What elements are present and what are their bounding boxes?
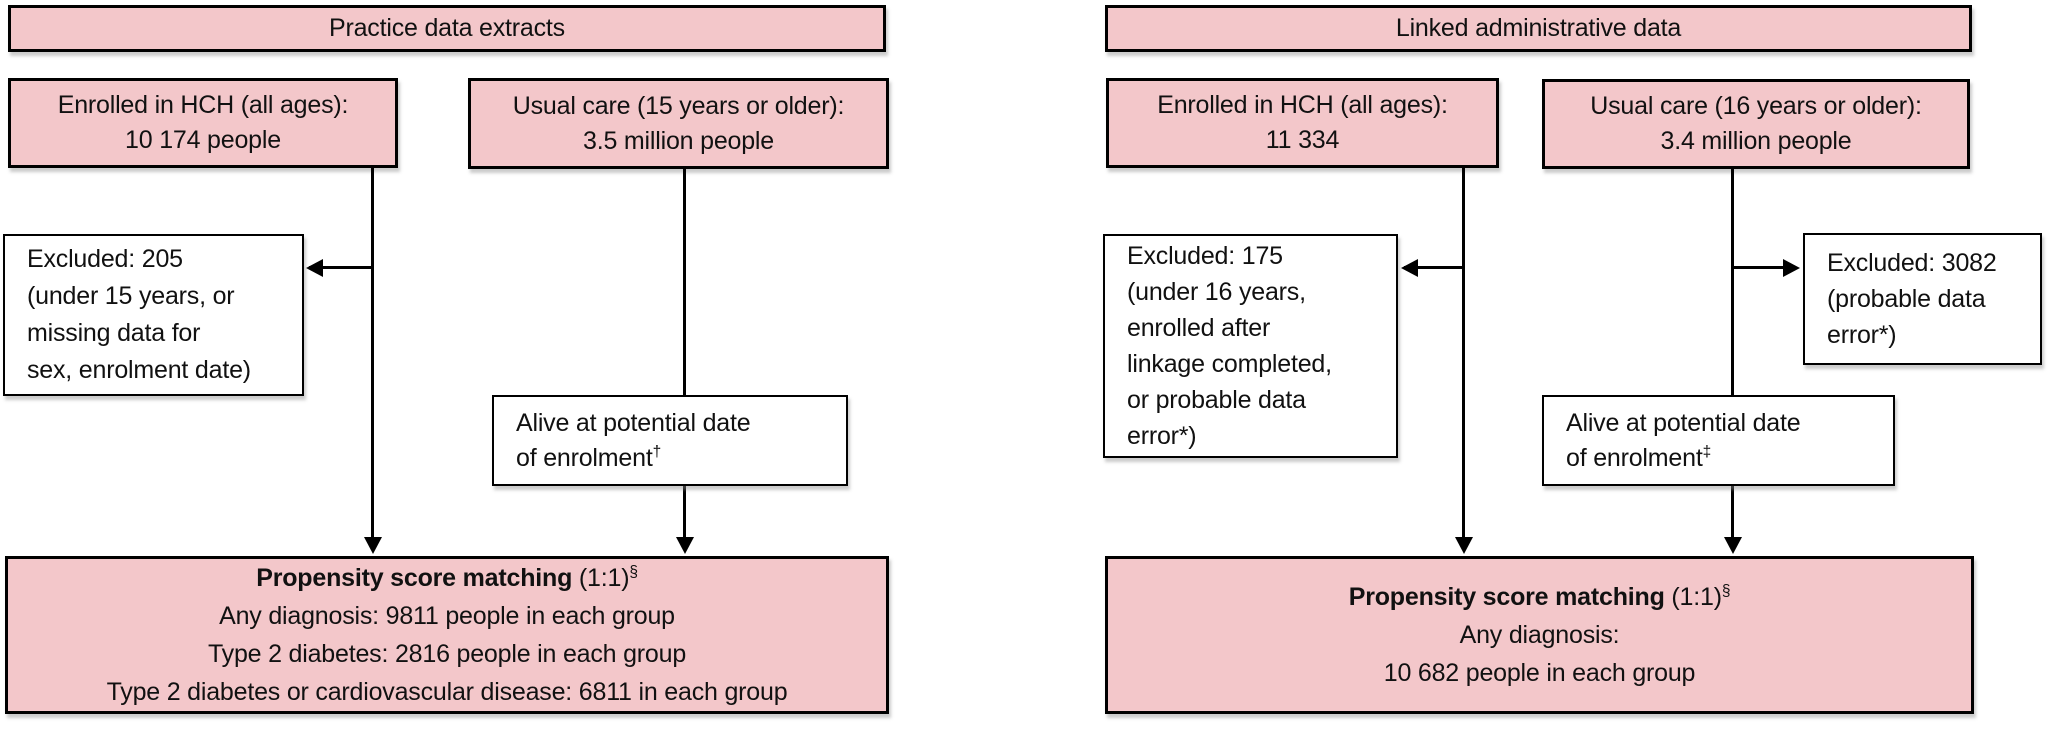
excluded-line-2: (probable data bbox=[1827, 285, 1986, 313]
usual-care-line-1: Usual care (15 years or older): bbox=[512, 91, 845, 120]
usual-care-line-1: Usual care (16 years or older): bbox=[1590, 92, 1922, 120]
left-excluded-box: Excluded: 205 (under 15 years, or missin… bbox=[3, 234, 304, 396]
right-usual-care-connector-line bbox=[1731, 168, 1734, 539]
alive-line-1: Alive at potential date bbox=[1566, 408, 1801, 437]
section-footnote-mark: § bbox=[629, 563, 638, 581]
excluded-line-1: Excluded: 205 bbox=[27, 245, 183, 273]
right-enrolled-connector-line bbox=[1462, 167, 1465, 539]
double-dagger-footnote-mark: ‡ bbox=[1702, 443, 1712, 461]
right-alive-box: Alive at potential date of enrolment‡ bbox=[1542, 395, 1895, 486]
right-enrolled-arrowhead-down bbox=[1455, 537, 1473, 554]
right-excluded-left-arrowhead bbox=[1401, 259, 1418, 277]
enrolled-line-1: Enrolled in HCH (all ages): bbox=[57, 91, 349, 119]
excluded-line-5: or probable data bbox=[1127, 386, 1306, 414]
enrolled-line-2: 11 334 bbox=[1265, 126, 1340, 154]
matching-line-1: Any diagnosis: 9811 people in each group bbox=[219, 602, 675, 630]
excluded-line-2: (under 15 years, or bbox=[27, 282, 235, 310]
left-excluded-branch-line bbox=[309, 266, 372, 269]
right-usual-care-arrowhead-down bbox=[1724, 537, 1742, 554]
matching-line-2: 10 682 people in each group bbox=[1383, 659, 1696, 687]
left-alive-box: Alive at potential date of enrolment† bbox=[492, 395, 848, 486]
matching-line-1: Any diagnosis: bbox=[1459, 621, 1620, 649]
excluded-line-2: (under 16 years, bbox=[1127, 278, 1306, 306]
left-panel-header: Practice data extracts bbox=[8, 5, 886, 52]
right-excluded-3082-box: Excluded: 3082 (probable data error*) bbox=[1803, 233, 2042, 365]
right-excluded-right-branch-line bbox=[1733, 266, 1795, 269]
right-matching-box: Propensity score matching (1:1)§ Any dia… bbox=[1105, 556, 1974, 714]
excluded-line-1: Excluded: 3082 bbox=[1827, 249, 1997, 277]
right-excluded-175-box: Excluded: 175 (under 16 years, enrolled … bbox=[1103, 234, 1398, 458]
right-excluded-left-branch-line bbox=[1404, 266, 1464, 269]
section-footnote-mark: § bbox=[1721, 582, 1731, 600]
left-excluded-arrowhead bbox=[306, 259, 323, 277]
matching-line-3: Type 2 diabetes or cardiovascular diseas… bbox=[106, 678, 788, 706]
alive-line-2: of enrolment† bbox=[516, 443, 662, 472]
matching-title: Propensity score matching (1:1)§ bbox=[1348, 582, 1731, 611]
right-usual-care-box: Usual care (16 years or older): 3.4 mill… bbox=[1542, 79, 1970, 169]
enrolled-line-1: Enrolled in HCH (all ages): bbox=[1157, 91, 1448, 119]
left-enrolled-arrowhead-down bbox=[364, 537, 382, 554]
usual-care-line-2: 3.4 million people bbox=[1660, 127, 1852, 155]
alive-line-2: of enrolment‡ bbox=[1566, 443, 1712, 472]
enrolled-line-2: 10 174 people bbox=[125, 126, 281, 154]
excluded-line-3: error*) bbox=[1827, 321, 1897, 349]
right-excluded-right-arrowhead bbox=[1783, 259, 1800, 277]
alive-line-1: Alive at potential date bbox=[516, 408, 751, 437]
left-enrolled-connector-line bbox=[371, 167, 374, 539]
excluded-line-4: sex, enrolment date) bbox=[27, 356, 251, 384]
excluded-line-3: enrolled after bbox=[1127, 314, 1271, 342]
left-usual-care-box: Usual care (15 years or older): 3.5 mill… bbox=[468, 78, 889, 169]
excluded-line-1: Excluded: 175 bbox=[1127, 242, 1283, 270]
left-panel-title: Practice data extracts bbox=[329, 14, 565, 42]
excluded-line-6: error*) bbox=[1127, 422, 1197, 450]
usual-care-line-2: 3.5 million people bbox=[583, 126, 774, 155]
matching-title: Propensity score matching (1:1)§ bbox=[256, 563, 638, 592]
matching-line-2: Type 2 diabetes: 2816 people in each gro… bbox=[207, 640, 687, 668]
left-usual-care-arrowhead-down bbox=[676, 537, 694, 554]
right-panel-title: Linked administrative data bbox=[1395, 14, 1682, 42]
excluded-line-3: missing data for bbox=[27, 319, 201, 347]
left-enrolled-hch-box: Enrolled in HCH (all ages): 10 174 peopl… bbox=[8, 78, 398, 168]
right-enrolled-hch-box: Enrolled in HCH (all ages): 11 334 bbox=[1106, 78, 1499, 168]
excluded-line-4: linkage completed, bbox=[1127, 350, 1332, 378]
right-panel-header: Linked administrative data bbox=[1105, 5, 1972, 52]
left-usual-care-connector-line bbox=[683, 169, 686, 539]
left-matching-box: Propensity score matching (1:1)§ Any dia… bbox=[5, 556, 889, 714]
dagger-footnote-mark: † bbox=[652, 443, 662, 461]
